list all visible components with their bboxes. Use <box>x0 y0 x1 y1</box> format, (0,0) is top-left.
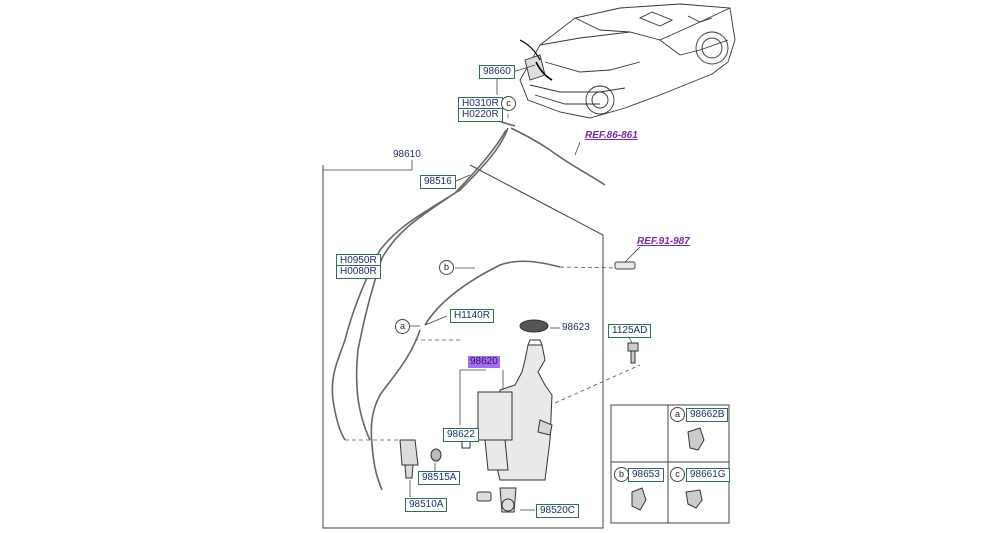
part-label-98515a[interactable]: 98515A <box>418 471 461 485</box>
part-label-h0220r[interactable]: H0220R <box>458 108 503 122</box>
clip-98662b-image <box>687 427 705 451</box>
callout-c-inset: c <box>670 467 685 482</box>
part-label-98610[interactable]: 98610 <box>393 149 421 160</box>
washer-hoses <box>331 117 606 491</box>
part-label-98662b[interactable]: 98662B <box>686 408 729 422</box>
callout-a-inset: a <box>670 407 685 422</box>
part-label-98623[interactable]: 98623 <box>562 322 590 333</box>
part-label-98516[interactable]: 98516 <box>420 175 456 189</box>
vehicle-illustration <box>519 3 736 119</box>
clip-98653-image <box>631 487 647 511</box>
washer-level-sensor <box>499 487 517 513</box>
callout-a-hose-routing: a <box>395 319 410 334</box>
clips-inset-frame <box>610 404 730 524</box>
part-label-98620[interactable]: 98620 <box>468 356 500 368</box>
part-label-1125ad[interactable]: 1125AD <box>608 324 652 338</box>
part-label-98661g[interactable]: 98661G <box>686 468 730 482</box>
callout-c-hose-junction: c <box>501 96 516 111</box>
pump-grommet <box>430 448 442 462</box>
mounting-bolt <box>627 342 639 364</box>
callout-b-inset: b <box>614 467 629 482</box>
hose-connector-dashes <box>345 100 641 441</box>
washer-pump <box>399 439 419 479</box>
part-label-98520c[interactable]: 98520C <box>536 504 580 518</box>
part-label-98622[interactable]: 98622 <box>443 428 479 442</box>
part-label-h0080r[interactable]: H0080R <box>336 265 381 279</box>
assembly-frame <box>322 164 604 529</box>
reservoir-cap <box>519 319 549 333</box>
washer-reservoir-tank <box>477 339 553 481</box>
ref-label-91-987[interactable]: REF.91-987 <box>637 236 690 247</box>
clip-98661g-image <box>685 489 703 509</box>
part-label-98660[interactable]: 98660 <box>479 65 515 79</box>
washer-nozzle <box>614 261 636 270</box>
ref-label-86-861[interactable]: REF.86-861 <box>585 130 638 141</box>
part-label-98510a[interactable]: 98510A <box>405 498 448 512</box>
sensor-connector <box>476 491 492 502</box>
part-label-h1140r[interactable]: H1140R <box>450 309 494 323</box>
callout-b-hose-routing: b <box>439 260 454 275</box>
part-label-98653[interactable]: 98653 <box>628 468 664 482</box>
